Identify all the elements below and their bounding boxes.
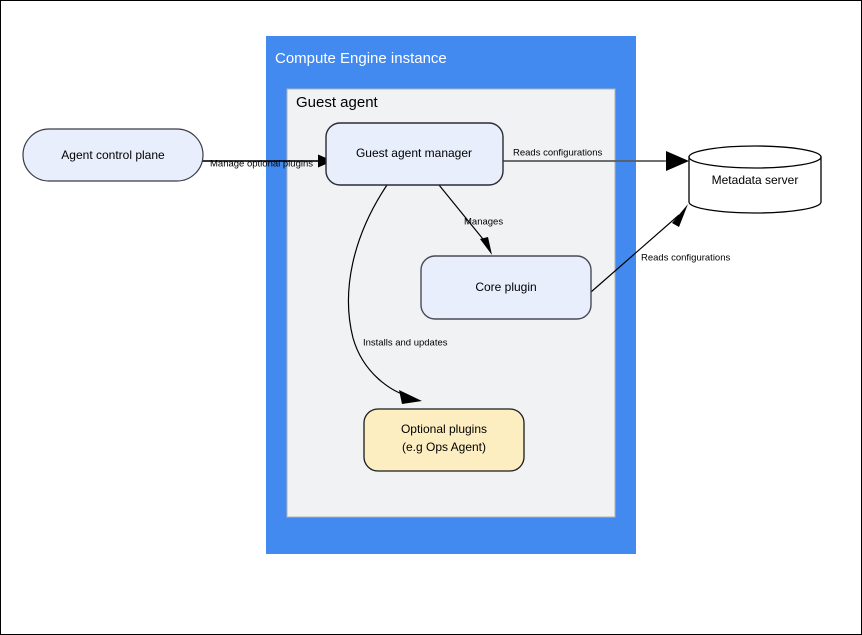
node-agent-control-plane-label: Agent control plane: [61, 148, 165, 162]
arrowhead-to-optional-plugins: [399, 390, 422, 404]
arrowhead-to-metadata-server-top: [666, 151, 689, 171]
node-core-plugin-label: Core plugin: [475, 280, 536, 294]
edge-label-installs-and-updates: Installs and updates: [363, 338, 448, 349]
node-optional-plugins-label-line1: Optional plugins: [401, 422, 487, 436]
node-agent-control-plane-shape[interactable]: [22, 128, 204, 182]
node-optional-plugins[interactable]: Optional plugins (e.g Ops Agent): [363, 408, 525, 472]
edge-label-reads-configurations-core-plugin: Reads configurations: [641, 253, 730, 264]
edge-label-manages: Manages: [464, 217, 503, 228]
arrowhead-to-core-plugin: [480, 237, 492, 255]
arrowhead-to-metadata-server-bottom: [672, 204, 688, 227]
edge-manager-to-metadata: Reads configurations: [501, 148, 689, 171]
edge-core-plugin-to-metadata: Reads configurations: [590, 204, 730, 293]
edge-manager-to-optional-plugins: Installs and updates: [347, 184, 448, 404]
node-core-plugin[interactable]: Core plugin: [420, 255, 592, 320]
node-metadata-server-body[interactable]: [688, 156, 822, 214]
node-core-plugin-shape[interactable]: [420, 255, 592, 320]
container-compute-engine-instance-label: Compute Engine instance: [275, 50, 447, 67]
node-guest-agent-manager-shape[interactable]: [325, 122, 504, 186]
node-optional-plugins-label-line2: (e.g Ops Agent): [402, 440, 486, 454]
node-guest-agent-manager-label: Guest agent manager: [356, 146, 472, 160]
node-optional-plugins-shape[interactable]: [363, 408, 525, 472]
node-metadata-server[interactable]: Metadata server: [688, 145, 822, 214]
edge-manager-to-core-plugin: Manages: [438, 184, 503, 255]
node-metadata-server-top-ellipse: [688, 145, 822, 169]
node-metadata-server-label: Metadata server: [712, 173, 799, 187]
edge-label-manage-optional-plugins: Manage optional plugins: [210, 159, 313, 170]
node-guest-agent-manager[interactable]: Guest agent manager: [325, 122, 504, 186]
node-agent-control-plane[interactable]: Agent control plane: [22, 128, 204, 182]
container-guest-agent-label: Guest agent: [296, 94, 379, 111]
edge-label-reads-configurations-manager: Reads configurations: [513, 148, 602, 159]
